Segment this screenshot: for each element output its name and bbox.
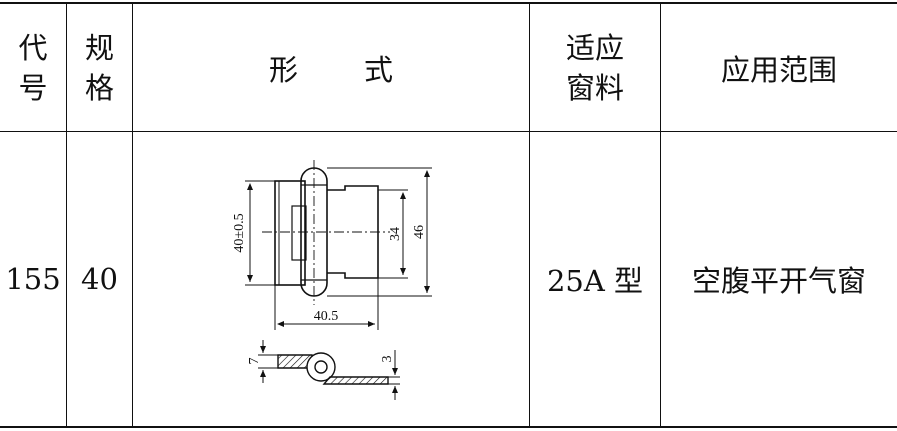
dim-label-34: 34 [388,227,403,241]
header-divider [0,131,897,132]
header-spec-line1: 规 [84,30,114,65]
cell-usage: 空腹平开气窗 [661,132,897,426]
cell-window: 25A 型 [530,132,660,426]
header-usage-label: 应用范围 [720,52,837,87]
header-window-line1: 适应 [565,30,624,65]
cell-spec-value: 40 [81,262,118,296]
header-form: 形 式 [133,4,529,131]
header-spec: 规 格 [67,4,132,131]
header-code: 代 号 [0,4,66,131]
table-top-rule [0,2,897,4]
col-divider-4 [660,3,661,428]
dim-label-40-5: 40.5 [314,309,339,324]
header-usage: 应用范围 [661,4,897,131]
col-divider-1 [66,3,67,428]
table-bottom-rule [0,426,897,428]
cell-spec: 40 [67,132,132,426]
dim-label-46: 46 [412,225,427,239]
cell-usage-value: 空腹平开气窗 [691,264,866,298]
hinge-front-view [262,160,390,305]
dim-label-3: 3 [380,356,395,363]
header-form-char1: 形 [268,52,298,87]
hinge-drawing: 40±0.5 34 46 40.5 7 3 [232,160,432,400]
header-form-char2: 式 [364,52,394,87]
header-code-line2: 号 [18,70,48,105]
hinge-section-view [258,340,400,400]
header-window: 适应 窗料 [530,4,660,131]
hinge-dimensions [245,167,432,330]
col-divider-3 [529,3,530,428]
cell-code-value: 155 [5,262,61,296]
header-code-line1: 代 [18,30,48,65]
cell-window-value: 25A 型 [546,264,644,298]
cell-code: 155 [0,132,66,426]
header-spec-line2: 格 [84,70,114,105]
dim-label-7: 7 [247,358,262,365]
header-window-line2: 窗料 [565,70,624,105]
dim-label-40-tol: 40±0.5 [232,213,247,252]
col-divider-2 [132,3,133,428]
